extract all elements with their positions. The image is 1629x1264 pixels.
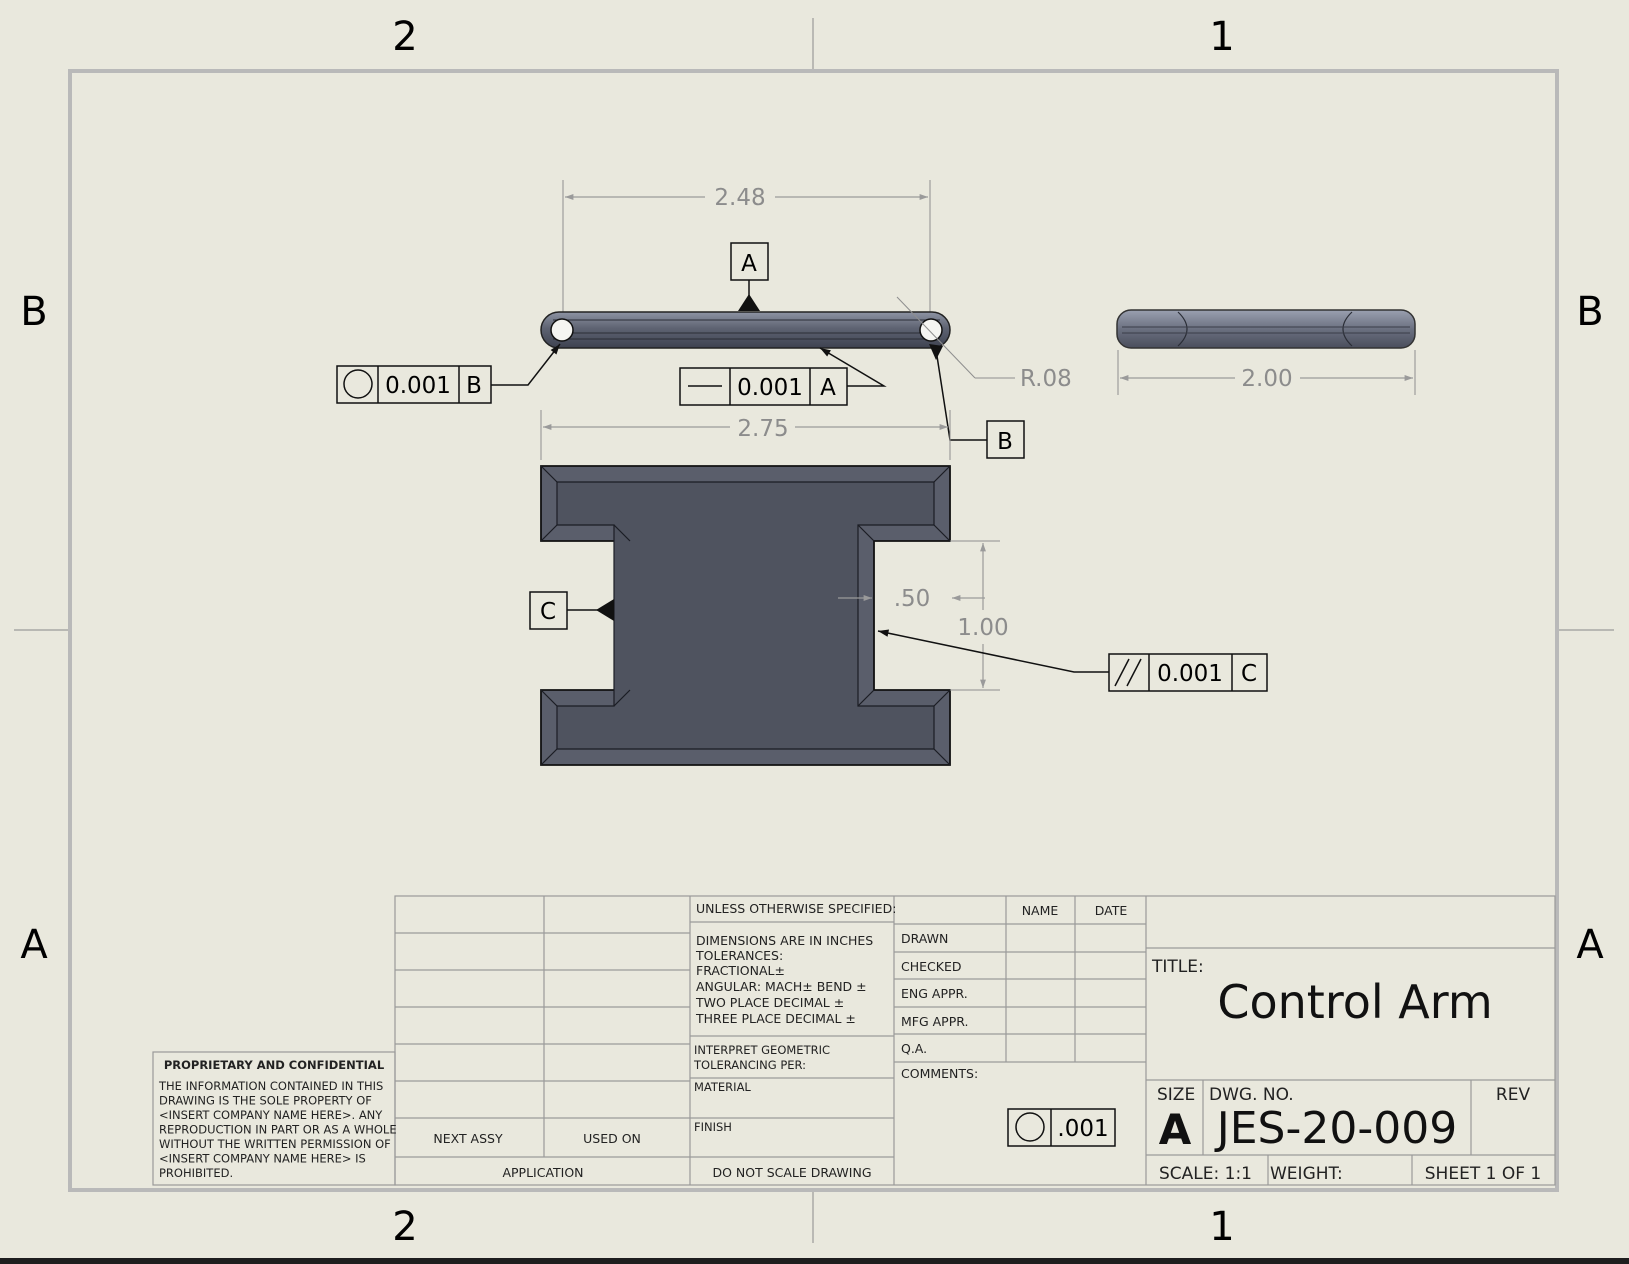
front-view (540, 410, 1000, 766)
size-label: SIZE (1157, 1085, 1195, 1105)
tolerance-line-2: TOLERANCES: (695, 948, 783, 963)
proprietary-line-7: PROHIBITED. (159, 1166, 233, 1180)
tolerance-line-6: THREE PLACE DECIMAL ± (695, 1011, 856, 1026)
dim-overall-length: 2.75 (737, 416, 788, 442)
proprietary-line-4: REPRODUCTION IN PART OR AS A WHOLE (159, 1123, 397, 1137)
dim-slot-span: 1.00 (957, 615, 1008, 641)
end-hole-left (550, 318, 574, 342)
dim-side-length: 2.00 (1241, 366, 1292, 392)
dim-top-length: 2.48 (714, 185, 765, 211)
comment-fcf-tolerance: .001 (1057, 1116, 1108, 1142)
interpret-line-2: TOLERANCING PER: (693, 1058, 806, 1072)
dwg-no-value: JES-20-009 (1214, 1103, 1457, 1154)
datum-a-label: A (741, 251, 757, 277)
fcf-parallelism (877, 629, 1268, 692)
title-block-grid (152, 895, 1556, 1186)
datum-c-symbol (529, 591, 614, 630)
do-not-scale-label: DO NOT SCALE DRAWING (712, 1165, 871, 1180)
unless-specified-label: UNLESS OTHERWISE SPECIFIED: (696, 901, 896, 916)
tolerance-line-4: ANGULAR: MACH± BEND ± (696, 979, 867, 994)
side-view (1116, 309, 1416, 395)
next-assy-label: NEXT ASSY (433, 1131, 503, 1146)
title-label: TITLE: (1151, 957, 1204, 977)
fcf-parallelism-datum: C (1241, 661, 1257, 687)
proprietary-line-3: <INSERT COMPANY NAME HERE>. ANY (159, 1108, 383, 1122)
scale-label: SCALE: 1:1 (1159, 1164, 1252, 1184)
used-on-label: USED ON (583, 1131, 641, 1146)
zone-label-row-a-right: A (1576, 922, 1604, 968)
drawing-border (68, 69, 1559, 1192)
approval-checked: CHECKED (901, 959, 961, 974)
approval-eng: ENG APPR. (901, 986, 968, 1001)
approval-drawn: DRAWN (901, 931, 948, 946)
tolerance-line-1: DIMENSIONS ARE IN INCHES (696, 933, 873, 948)
fcf-parallelism-tolerance: 0.001 (1157, 661, 1223, 687)
fcf-circularity-datum: B (466, 373, 482, 399)
approval-qa: Q.A. (901, 1041, 927, 1056)
fcf-straightness (679, 347, 887, 406)
zone-label-row-b-left: B (20, 289, 47, 335)
comment-fcf (1007, 1108, 1116, 1147)
material-label: MATERIAL (694, 1080, 751, 1094)
zone-ticks (14, 18, 1614, 1243)
comments-label: COMMENTS: (901, 1066, 978, 1081)
zone-label-col-1-top: 1 (1209, 14, 1234, 60)
interpret-line-1: INTERPRET GEOMETRIC (694, 1043, 830, 1057)
name-header: NAME (1022, 903, 1059, 918)
datum-a-symbol (730, 242, 769, 311)
proprietary-line-1: THE INFORMATION CONTAINED IN THIS (158, 1079, 383, 1093)
zone-label-col-1-bottom: 1 (1209, 1204, 1234, 1250)
side-body (1116, 309, 1416, 349)
date-header: DATE (1095, 903, 1128, 918)
zone-label-row-a-left: A (20, 922, 48, 968)
proprietary-line-5: WITHOUT THE WRITTEN PERMISSION OF (159, 1137, 391, 1151)
zone-label-col-2-top: 2 (392, 14, 417, 60)
dwg-no-label: DWG. NO. (1209, 1085, 1294, 1105)
rev-label: REV (1496, 1085, 1531, 1105)
sheet-label: SHEET 1 OF 1 (1425, 1164, 1541, 1184)
datum-b-label: B (997, 429, 1013, 455)
weight-label: WEIGHT: (1270, 1164, 1343, 1184)
proprietary-heading: PROPRIETARY AND CONFIDENTIAL (164, 1058, 385, 1072)
datum-c-label: C (540, 599, 556, 625)
proprietary-line-2: DRAWING IS THE SOLE PROPERTY OF (159, 1094, 372, 1108)
radius-leader (896, 296, 976, 379)
tolerance-line-3: FRACTIONAL± (696, 963, 785, 978)
fcf-straightness-tolerance: 0.001 (737, 375, 803, 401)
fcf-circularity-tolerance: 0.001 (385, 373, 451, 399)
approval-mfg: MFG APPR. (901, 1014, 968, 1029)
dim-radius: R.08 (1020, 366, 1072, 392)
fcf-circularity (336, 343, 561, 404)
finish-label: FINISH (694, 1120, 732, 1134)
application-label: APPLICATION (502, 1165, 583, 1180)
circularity-icon (343, 369, 373, 399)
comment-circularity-icon (1015, 1112, 1045, 1142)
end-hole-right (919, 318, 943, 342)
fcf-straightness-datum: A (820, 375, 836, 401)
size-value: A (1159, 1105, 1192, 1154)
parallelism-icon (1114, 658, 1142, 687)
drawing-title: Control Arm (1217, 975, 1492, 1029)
tolerance-line-5: TWO PLACE DECIMAL ± (695, 995, 844, 1010)
zone-label-row-b-right: B (1576, 289, 1603, 335)
proprietary-line-6: <INSERT COMPANY NAME HERE> IS (159, 1152, 366, 1166)
dim-slot-width: .50 (894, 586, 931, 612)
zone-label-col-2-bottom: 2 (392, 1204, 417, 1250)
top-view (540, 180, 951, 349)
rod-body (540, 311, 951, 349)
